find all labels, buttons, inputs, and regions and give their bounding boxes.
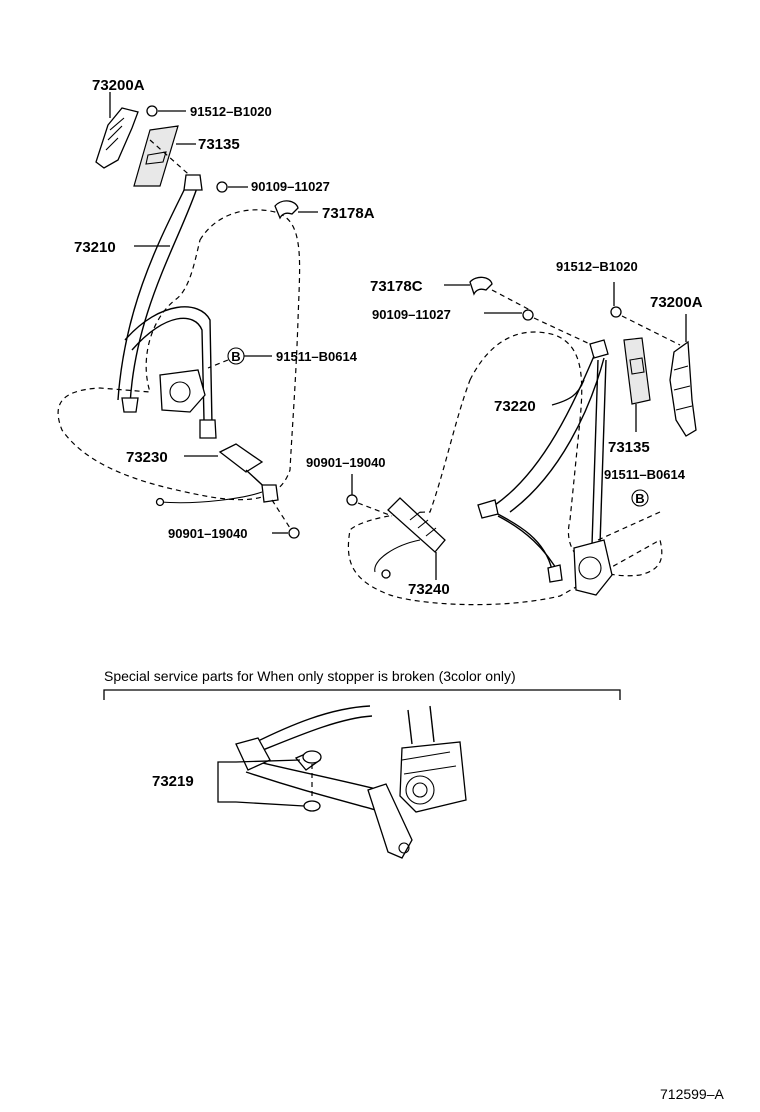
left-b-marker-text: B <box>231 349 240 364</box>
right-bolt-91512 <box>610 306 622 318</box>
label-73240: 73240 <box>408 581 450 598</box>
label-73210: 73210 <box>74 239 116 256</box>
left-seat-assembly: B <box>57 92 318 539</box>
diagram-id: 712599–A <box>660 1086 725 1102</box>
right-seat-assembly: B <box>346 276 697 606</box>
label-73135-left: 73135 <box>198 136 240 153</box>
stopper-detail <box>217 705 467 859</box>
label-90901-left: 90901–19040 <box>168 526 248 541</box>
label-73220: 73220 <box>494 398 536 415</box>
right-retractor <box>573 539 613 596</box>
right-b-marker <box>631 489 649 507</box>
left-shoulder-anchor-adjuster <box>95 107 139 169</box>
label-91511-left: 91511–B0614 <box>276 349 358 364</box>
right-bolt-90109 <box>522 309 534 321</box>
right-clip-73178C <box>469 276 493 296</box>
label-90109-left: 90109–11027 <box>251 179 330 194</box>
left-bolt-91512 <box>146 105 158 117</box>
label-73200A-right: 73200A <box>650 294 703 311</box>
left-bolt-90901 <box>288 527 300 539</box>
right-belt-webbing <box>494 355 595 506</box>
special-bracket <box>103 689 621 700</box>
label-73230: 73230 <box>126 449 168 466</box>
label-73200A-left: 73200A <box>92 77 145 94</box>
right-bolt-90901 <box>346 494 358 506</box>
right-b-marker-text: B <box>635 491 644 506</box>
label-91511-right: 91511–B0614 <box>604 467 686 482</box>
left-belt-webbing <box>117 181 189 401</box>
special-service-note: Special service parts for When only stop… <box>104 668 516 684</box>
left-retractor <box>159 369 206 413</box>
right-buckle-73240 <box>387 497 446 553</box>
left-buckle-73230 <box>218 443 264 473</box>
left-cover-73135 <box>133 125 179 187</box>
label-73135-right: 73135 <box>608 439 650 456</box>
left-clip-73178A <box>274 200 299 220</box>
label-91512-right: 91512–B1020 <box>556 259 638 274</box>
right-belt-anchor-plate <box>589 339 609 359</box>
label-73178A: 73178A <box>322 205 375 222</box>
label-90901-right: 90901–19040 <box>306 455 386 470</box>
label-73219: 73219 <box>152 773 194 790</box>
right-cover-73135 <box>623 337 651 405</box>
right-shoulder-anchor-adjuster <box>669 340 697 437</box>
left-bolt-90109 <box>216 181 228 193</box>
stopper-retractor <box>399 741 467 813</box>
label-91512-left: 91512–B1020 <box>190 104 272 119</box>
label-90109-right: 90109–11027 <box>372 307 451 322</box>
left-seat-outline <box>57 209 301 501</box>
label-73178C: 73178C <box>370 278 423 295</box>
left-belt-anchor-plate <box>183 174 203 191</box>
